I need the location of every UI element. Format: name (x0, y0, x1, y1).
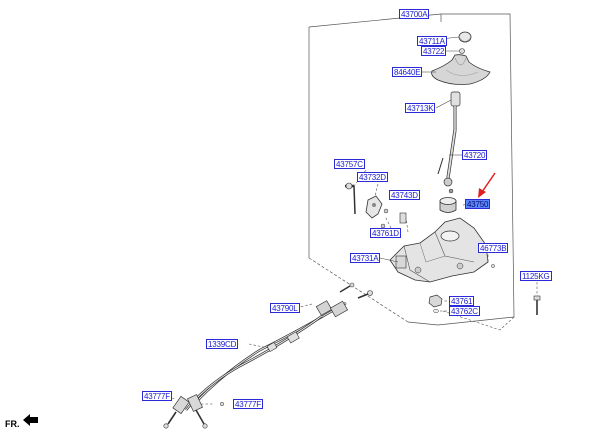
bolt-1125kg-illustration (533, 295, 541, 315)
part-label-1125kg[interactable]: 1125KG (520, 271, 552, 281)
part-label-43713k[interactable]: 43713K (405, 103, 436, 113)
shifter-base-illustration (389, 217, 495, 283)
part-label-84640e[interactable]: 84640E (392, 67, 423, 77)
front-orientation-label: FR. (5, 419, 20, 429)
shift-boot-illustration (431, 54, 491, 85)
bushing-illustration (439, 197, 457, 213)
part-label-43762c[interactable]: 43762C (449, 306, 480, 316)
part-label-43700a[interactable]: 43700A (399, 9, 430, 19)
part-label-43761d[interactable]: 43761D (370, 228, 401, 238)
part-label-43732d[interactable]: 43732D (357, 172, 388, 182)
red-arrow-indicator (478, 172, 496, 198)
part-label-43711a[interactable]: 43711A (417, 36, 447, 46)
part-label-43722[interactable]: 43722 (421, 46, 447, 56)
part-label-43731a[interactable]: 43731A (350, 253, 381, 263)
part-label-43761[interactable]: 43761 (449, 296, 475, 306)
part-label-43790l[interactable]: 43790L (270, 303, 300, 313)
part-label-46773b[interactable]: 46773B (478, 243, 509, 253)
nut-and-washer-illustration (428, 294, 443, 314)
part-label-1339cd[interactable]: 1339CD (206, 339, 239, 349)
part-label-43777f-right[interactable]: 43777F (233, 399, 263, 409)
part-label-43777f-left[interactable]: 43777F (142, 391, 172, 401)
part-label-43743d[interactable]: 43743D (389, 190, 420, 200)
part-label-43757c[interactable]: 43757C (334, 159, 365, 169)
shift-knob-illustration (458, 31, 472, 54)
assembly-outline (308, 13, 515, 326)
part-label-43720[interactable]: 43720 (462, 150, 488, 160)
shift-lever-illustration (437, 91, 461, 194)
shift-cable-illustration (163, 282, 373, 429)
front-direction-arrow-icon (23, 414, 38, 426)
part-label-43750[interactable]: 43750 (465, 199, 491, 209)
bolt-and-bracket-illustration (345, 182, 407, 229)
